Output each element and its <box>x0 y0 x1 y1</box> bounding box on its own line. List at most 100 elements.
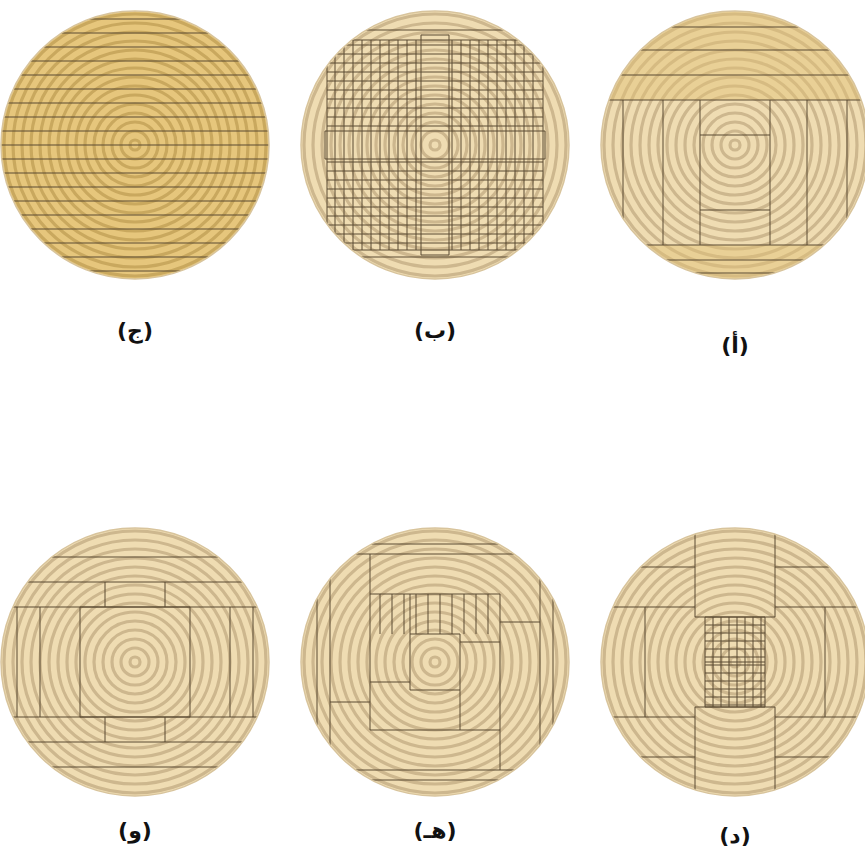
saw-cut <box>553 554 554 770</box>
saw-cut <box>847 100 848 245</box>
growth-ring <box>331 558 539 766</box>
saw-cut <box>327 234 421 235</box>
growth-ring <box>67 594 203 730</box>
saw-cut <box>449 63 543 64</box>
saw-cut <box>407 131 408 159</box>
saw-cut <box>663 100 664 245</box>
saw-cut <box>410 690 460 691</box>
saw-cut <box>705 625 765 626</box>
growth-ring <box>622 549 848 775</box>
saw-cut <box>392 594 393 634</box>
saw-cut <box>421 54 449 55</box>
growth-ring <box>658 585 812 739</box>
saw-cut <box>500 622 540 623</box>
saw-cut <box>488 594 489 634</box>
saw-cut <box>330 554 540 555</box>
saw-cut <box>595 757 695 758</box>
growth-ring <box>22 549 248 775</box>
saw-cut <box>515 159 516 250</box>
saw-cut <box>460 690 461 730</box>
saw-cut <box>479 131 480 159</box>
saw-cut <box>595 273 865 274</box>
saw-cut <box>595 27 865 28</box>
saw-cut <box>398 159 399 250</box>
saw-cut <box>421 255 449 256</box>
saw-cut <box>0 89 275 90</box>
saw-cut <box>533 131 534 159</box>
saw-cut <box>595 50 865 51</box>
growth-ring <box>304 531 566 793</box>
saw-cut <box>105 717 106 742</box>
growth-ring <box>358 68 512 222</box>
saw-cut <box>327 250 543 251</box>
saw-cut <box>17 607 18 717</box>
saw-cut <box>0 117 275 118</box>
saw-cut <box>497 159 498 250</box>
growth-ring <box>394 104 476 186</box>
saw-cut <box>105 582 106 607</box>
saw-cut <box>421 99 449 100</box>
saw-cut <box>807 100 808 245</box>
saw-cut <box>330 770 540 771</box>
log-outline <box>1 11 269 279</box>
growth-ring <box>613 540 857 784</box>
saw-cut <box>325 131 326 159</box>
saw-cut <box>775 757 865 758</box>
saw-cut <box>421 171 449 172</box>
saw-cut <box>449 162 543 163</box>
log-outline <box>601 528 865 796</box>
saw-cut <box>421 90 449 91</box>
saw-cut <box>700 100 701 245</box>
saw-cut <box>421 81 449 82</box>
saw-cut <box>488 159 489 250</box>
growth-ring <box>40 567 230 757</box>
saw-cut <box>0 33 275 34</box>
saw-cut <box>404 594 405 634</box>
saw-cut <box>407 159 408 250</box>
saw-cut <box>0 19 275 20</box>
saw-cut <box>421 234 449 235</box>
saw-cut <box>695 707 775 708</box>
saw-cut <box>705 662 765 663</box>
saw-cut <box>775 522 776 617</box>
saw-cut <box>421 216 449 217</box>
saw-cut <box>0 557 275 558</box>
growth-ring <box>385 612 485 712</box>
growth-ring <box>340 567 530 757</box>
saw-cut <box>500 594 501 730</box>
saw-cut <box>440 594 441 634</box>
saw-cut <box>506 131 507 159</box>
figure-letter: (و) <box>118 818 152 843</box>
saw-cut <box>449 99 543 100</box>
saw-cut <box>705 641 765 642</box>
saw-cut <box>421 35 422 255</box>
saw-cut <box>705 649 765 650</box>
saw-cut <box>449 45 543 46</box>
saw-cut <box>775 567 865 568</box>
saw-cut <box>389 131 390 159</box>
saw-cut <box>476 594 477 634</box>
log-section <box>595 11 865 285</box>
saw-cut <box>0 159 275 160</box>
growth-ring <box>85 612 185 712</box>
saw-cut <box>327 180 421 181</box>
figure-letter: (هـ) <box>414 818 457 843</box>
saw-cut <box>0 145 275 146</box>
saw-cut <box>421 180 449 181</box>
saw-cut <box>0 75 275 76</box>
saw-cut <box>327 63 421 64</box>
saw-cut <box>0 767 275 768</box>
saw-cut <box>449 198 543 199</box>
saw-cut <box>705 657 765 658</box>
growth-ring <box>49 576 221 748</box>
saw-cut <box>398 131 399 159</box>
growth-ring <box>703 113 767 177</box>
saw-cut <box>0 243 275 244</box>
growth-ring <box>313 23 557 267</box>
saw-cut <box>421 108 449 109</box>
saw-cut <box>470 131 471 159</box>
saw-cut <box>416 131 417 159</box>
saw-cut <box>327 198 421 199</box>
saw-cut <box>770 100 771 245</box>
